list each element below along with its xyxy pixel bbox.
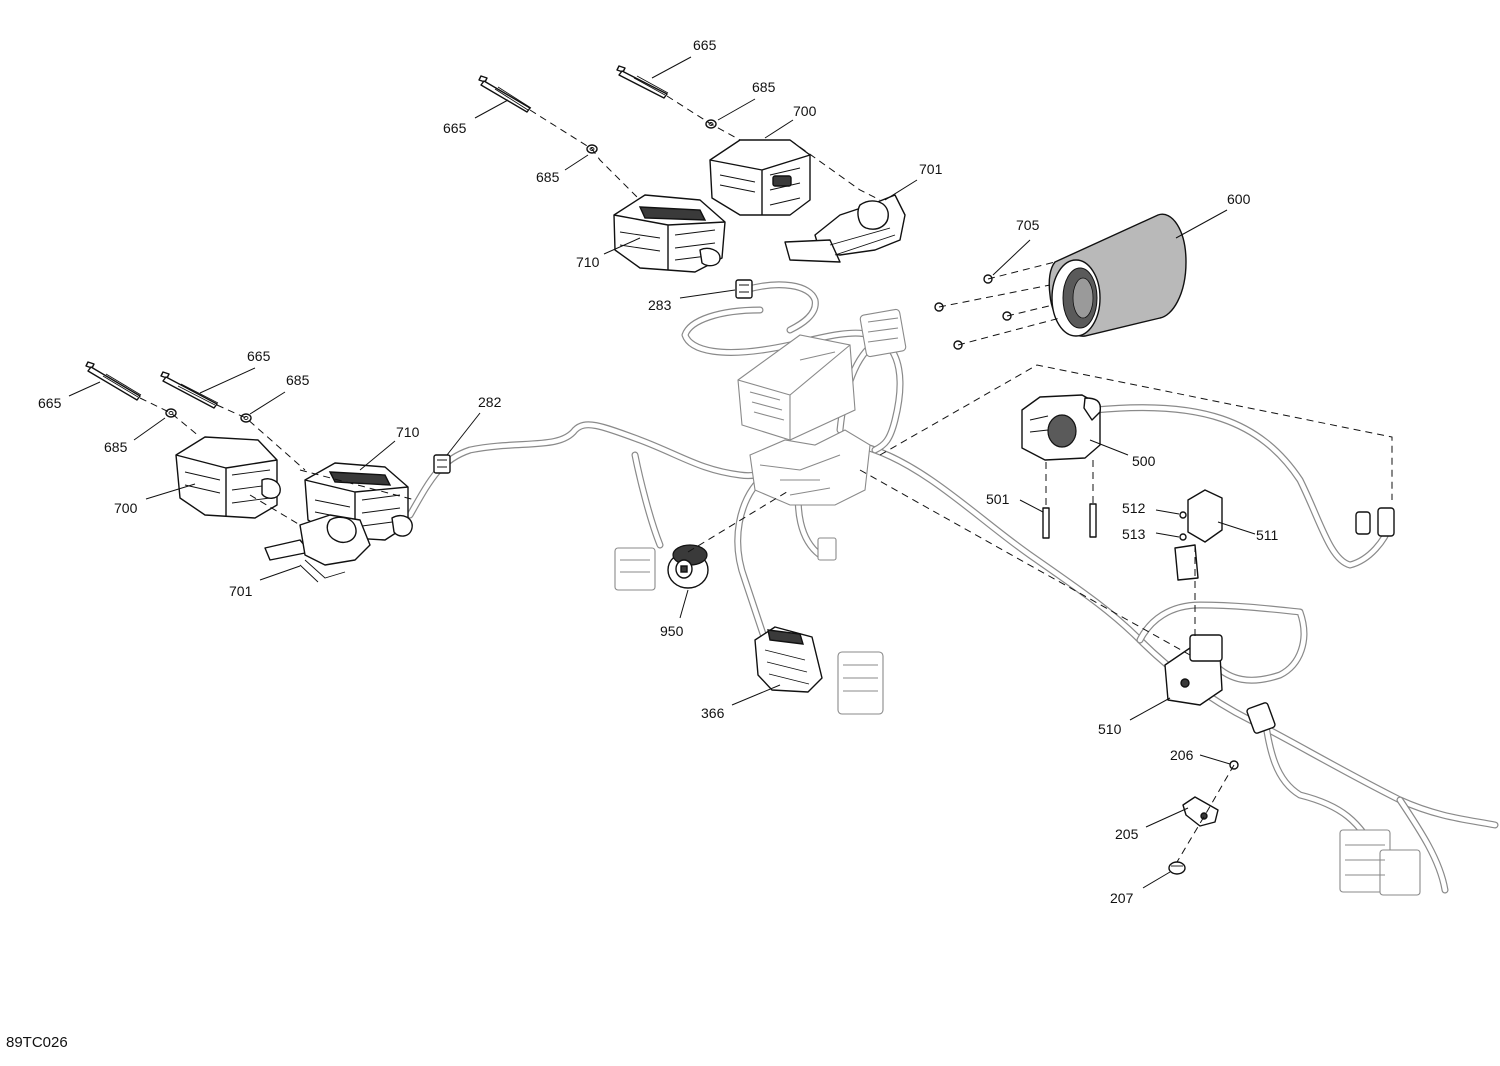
callout-205: 205: [1115, 826, 1139, 842]
callout-705: 705: [1016, 217, 1040, 233]
clip-205: [1182, 796, 1219, 827]
alignment-lines: [139, 95, 1393, 863]
bolt-665-top-left: [478, 75, 532, 113]
switch-500: [1021, 394, 1102, 461]
cover-600: [1048, 213, 1187, 337]
bracket-701-left: [264, 514, 371, 583]
relay-box-700-left: [175, 436, 281, 519]
connector-366: [754, 626, 823, 693]
hardware-512-513: [1179, 511, 1187, 541]
leader-lines: [68, 56, 1256, 889]
callout-701: 701: [919, 161, 943, 177]
callout-512: 512: [1122, 500, 1146, 516]
callout-700: 700: [793, 103, 817, 119]
relay-box-700-top: [709, 139, 811, 216]
connector-283: [735, 279, 753, 299]
callout-665: 665: [693, 37, 717, 53]
relay-box-710-top: [613, 194, 726, 273]
bracket-511: [1174, 489, 1223, 581]
callout-511: 511: [1256, 527, 1279, 543]
wiring-harness: [406, 281, 1499, 894]
callout-501: 501: [986, 491, 1010, 507]
callout-513: 513: [1122, 526, 1146, 542]
callout-366: 366: [701, 705, 725, 721]
callout-283: 283: [648, 297, 672, 313]
harness-central-modules: [614, 308, 1421, 896]
bolt-665-left-a: [85, 361, 142, 401]
screw-705-set: [934, 274, 1012, 350]
harness-connector-upper-right: [1246, 702, 1276, 734]
callout-500: 500: [1132, 453, 1156, 469]
callout-685: 685: [536, 169, 560, 185]
callout-710: 710: [576, 254, 600, 270]
callout-700: 700: [114, 500, 138, 516]
washer-685-left-b: [240, 413, 252, 423]
callout-665: 665: [443, 120, 467, 136]
callout-701: 701: [229, 583, 253, 599]
connector-500-end: [1355, 507, 1395, 537]
screws-501: [1042, 503, 1097, 539]
callout-665: 665: [247, 348, 271, 364]
nut-207: [1168, 861, 1186, 875]
callout-710: 710: [396, 424, 420, 440]
bracket-701-top: [784, 194, 906, 263]
power-outlet-950: [667, 544, 709, 589]
callout-950: 950: [660, 623, 684, 639]
bolt-665-left-b: [160, 371, 219, 409]
callout-206: 206: [1170, 747, 1194, 763]
callout-600: 600: [1227, 191, 1251, 207]
connector-282: [433, 454, 451, 474]
callout-665: 665: [38, 395, 62, 411]
callout-207: 207: [1110, 890, 1134, 906]
callout-labels: 665 685 700 665 685 701 710 283 705 600 …: [38, 37, 1279, 906]
bolt-665-top-right: [616, 65, 669, 99]
module-510: [1164, 634, 1223, 706]
callout-510: 510: [1098, 721, 1122, 737]
callout-685: 685: [286, 372, 310, 388]
figure-reference-id: 89TC026: [6, 1034, 68, 1051]
callout-685: 685: [752, 79, 776, 95]
callout-282: 282: [478, 394, 502, 410]
callout-685: 685: [104, 439, 128, 455]
